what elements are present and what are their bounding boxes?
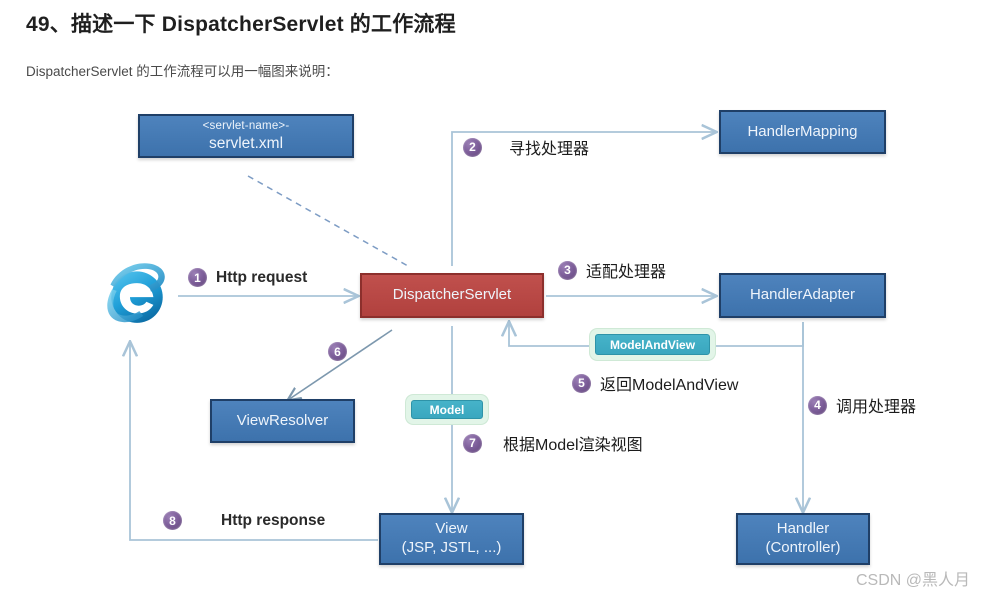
step-4-badge: 4 <box>808 395 827 415</box>
step-8-label: Http response <box>221 511 326 529</box>
step-3-badge: 3 <box>558 260 577 280</box>
step-4-label: 调用处理器 <box>836 399 917 416</box>
dispatcher-servlet-flow-diagram: <servlet-name>- servlet.xml HandlerMappi… <box>0 90 982 596</box>
step-5: 5 返回ModelAndView <box>572 371 738 395</box>
step-7-label: 根据Model渲染视图 <box>503 437 643 454</box>
node-servlet-xml-line2: servlet.xml <box>208 135 284 152</box>
node-dispatcher-servlet-label: DispatcherServlet <box>392 286 512 304</box>
watermark: CSDN @黑人月 <box>855 572 970 589</box>
step-6: 6 <box>328 342 356 361</box>
node-view-line1: View <box>435 520 468 538</box>
step-2-label: 寻找处理器 <box>509 141 590 158</box>
node-handler-controller[interactable]: Handler (Controller) <box>736 513 870 565</box>
node-handler-line2: (Controller) <box>765 539 841 556</box>
node-servlet-xml[interactable]: <servlet-name>- servlet.xml <box>138 114 354 158</box>
step-2: 2 寻找处理器 <box>463 135 589 159</box>
step-3: 3 适配处理器 <box>558 258 666 282</box>
step-7-badge: 7 <box>463 433 482 453</box>
step-8-badge: 8 <box>163 511 182 530</box>
chip-model-and-view: ModelAndView <box>595 334 710 355</box>
chip-model-and-view-label: ModelAndView <box>609 337 696 352</box>
step-1-badge: 1 <box>188 268 207 287</box>
step-1-label: Http request <box>216 268 308 286</box>
step-4: 4 调用处理器 <box>808 393 916 417</box>
step-6-badge: 6 <box>328 342 347 361</box>
node-handler-adapter[interactable]: HandlerAdapter <box>719 273 886 318</box>
step-8: 8 Http response <box>163 511 325 530</box>
node-handler-mapping[interactable]: HandlerMapping <box>719 110 886 154</box>
node-servlet-xml-line1: <servlet-name>- <box>202 119 290 132</box>
node-view-resolver-label: ViewResolver <box>236 411 329 429</box>
step-1: 1 Http request <box>188 268 307 287</box>
page-subtitle: DispatcherServlet 的工作流程可以用一幅图来说明： <box>26 64 339 79</box>
node-handler-mapping-label: HandlerMapping <box>747 122 858 140</box>
step-2-badge: 2 <box>463 137 482 157</box>
node-view-line2: (JSP, JSTL, ...) <box>401 539 502 556</box>
chip-model-label: Model <box>429 402 465 417</box>
step-7: 7 根据Model渲染视图 <box>463 431 643 455</box>
node-handler-line1: Handler <box>776 520 830 538</box>
node-dispatcher-servlet[interactable]: DispatcherServlet <box>360 273 544 318</box>
page-title: 49、描述一下 DispatcherServlet 的工作流程 <box>26 13 456 36</box>
internet-explorer-icon <box>107 263 165 323</box>
node-view[interactable]: View (JSP, JSTL, ...) <box>379 513 524 565</box>
step-3-label: 适配处理器 <box>586 264 667 281</box>
node-handler-adapter-label: HandlerAdapter <box>749 286 856 304</box>
step-5-badge: 5 <box>572 373 591 393</box>
step-5-label: 返回ModelAndView <box>600 377 739 394</box>
node-view-resolver[interactable]: ViewResolver <box>210 399 355 443</box>
chip-model: Model <box>411 400 483 419</box>
